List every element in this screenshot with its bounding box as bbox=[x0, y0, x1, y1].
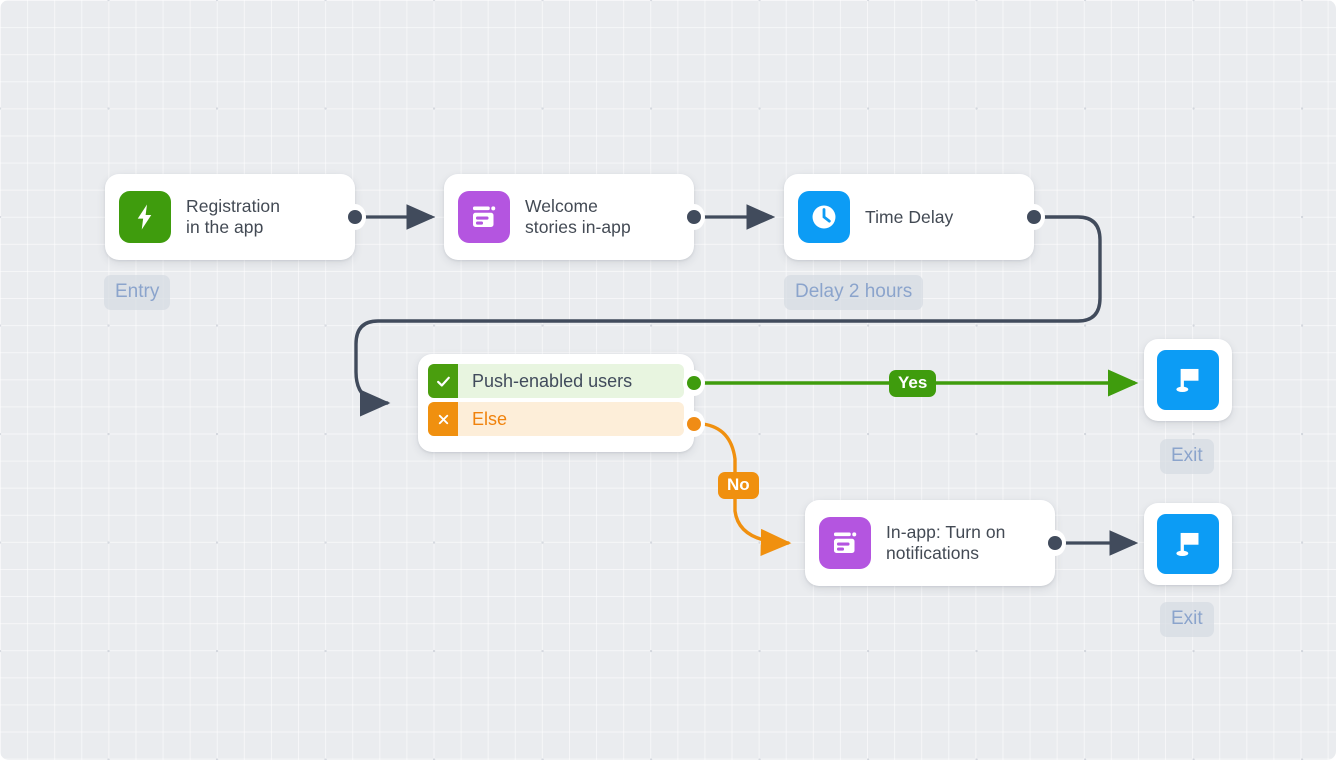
exit-sublabel-top: Exit bbox=[1160, 439, 1214, 474]
output-port[interactable] bbox=[1027, 210, 1041, 224]
condition-row-else[interactable]: Else bbox=[428, 402, 684, 436]
lightning-bolt-icon bbox=[119, 191, 171, 243]
entry-sublabel: Entry bbox=[104, 275, 171, 310]
condition-row-else-label: Else bbox=[472, 408, 508, 429]
delay-sublabel: Delay 2 hours bbox=[784, 275, 924, 310]
segmentation-condition-node[interactable]: Push-enabled users Else bbox=[418, 354, 705, 452]
welcome-stories-node-label: Welcome stories in-app bbox=[525, 196, 631, 237]
output-port-yes[interactable] bbox=[687, 376, 701, 390]
exit-node-bottom[interactable] bbox=[1144, 503, 1232, 585]
flag-icon bbox=[1157, 514, 1219, 574]
time-delay-node-label: Time Delay bbox=[865, 206, 954, 227]
flag-icon bbox=[1157, 350, 1219, 410]
condition-row-yes[interactable]: Push-enabled users bbox=[428, 364, 684, 398]
output-port-no[interactable] bbox=[687, 417, 701, 431]
exit-sublabel-bottom: Exit bbox=[1160, 602, 1214, 637]
in-app-turn-on-notifications-node[interactable]: In-app: Turn on notifications bbox=[805, 500, 1066, 586]
in-app-node-label: In-app: Turn on notifications bbox=[886, 522, 1006, 563]
output-port[interactable] bbox=[687, 210, 701, 224]
time-delay-node[interactable]: Time Delay bbox=[784, 174, 1045, 260]
registration-node-label: Registration in the app bbox=[186, 196, 280, 237]
clock-icon bbox=[798, 191, 850, 243]
registration-node[interactable]: Registration in the app bbox=[105, 174, 366, 260]
output-port[interactable] bbox=[348, 210, 362, 224]
cross-icon bbox=[428, 402, 458, 436]
branch-label-yes: Yes bbox=[889, 370, 937, 397]
check-icon bbox=[428, 364, 458, 398]
branch-label-no: No bbox=[718, 472, 759, 499]
in-app-message-icon bbox=[819, 517, 871, 569]
in-app-message-icon bbox=[458, 191, 510, 243]
condition-row-yes-label: Push-enabled users bbox=[472, 370, 633, 391]
exit-node-top[interactable] bbox=[1144, 339, 1232, 421]
output-port[interactable] bbox=[1048, 536, 1062, 550]
welcome-stories-node[interactable]: Welcome stories in-app bbox=[444, 174, 705, 260]
